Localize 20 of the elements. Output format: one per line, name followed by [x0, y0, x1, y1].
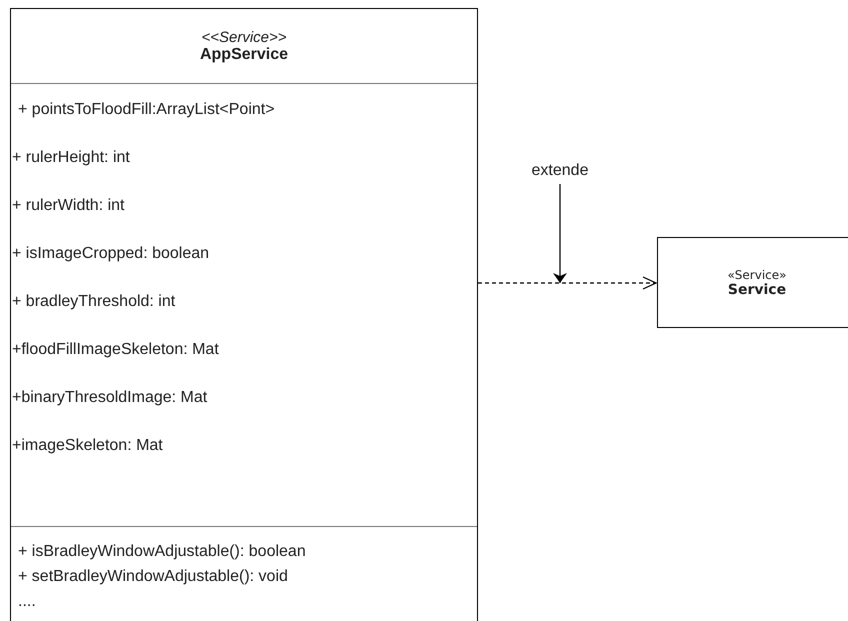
method-text: ....	[18, 592, 36, 612]
class-name: AppService	[200, 46, 288, 64]
class-box	[10, 8, 478, 621]
attribute-text: +imageSkeleton: Mat	[11, 436, 163, 456]
attribute-text: + isImageCropped: boolean	[11, 244, 210, 264]
stereotype-label: <<Service>>	[201, 28, 287, 46]
attribute-text: + pointsToFloodFill:ArrayList<Point>	[17, 100, 275, 120]
stereotype-label: «Service»	[727, 268, 787, 282]
dependency-arrow	[478, 276, 657, 290]
leader-arrow	[553, 184, 567, 283]
edge-note: extende	[532, 162, 588, 180]
attribute-text: + rulerWidth: int	[11, 196, 124, 216]
attribute-text: +binaryThresoldImage: Mat	[11, 388, 208, 408]
method-text: + setBradleyWindowAdjustable(): void	[18, 567, 288, 587]
attribute-text: +floodFillImageSkeleton: Mat	[11, 340, 219, 360]
attribute-text: + bradleyThreshold: int	[11, 292, 176, 312]
class-name: Service	[728, 282, 786, 298]
method-text: + isBradleyWindowAdjustable(): boolean	[18, 542, 306, 562]
class-box	[657, 237, 848, 328]
attribute-text: + rulerHeight: int	[11, 148, 130, 168]
